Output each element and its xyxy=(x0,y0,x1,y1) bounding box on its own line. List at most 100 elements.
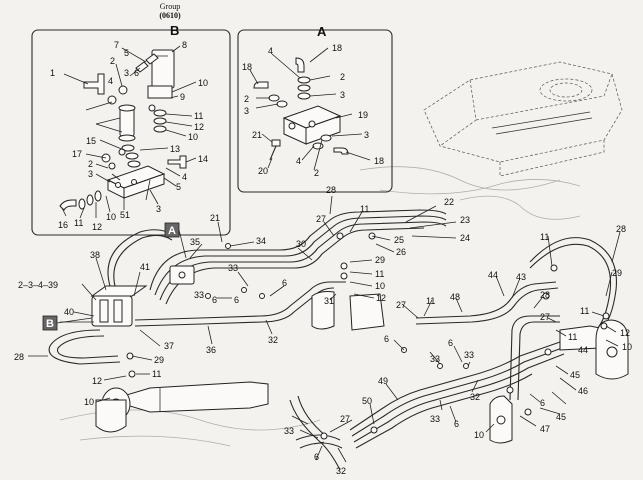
callout-label: 10 xyxy=(198,78,208,88)
callout-label: 6 xyxy=(384,334,389,344)
callout-label: 27 xyxy=(340,414,350,424)
callout-label: 26 xyxy=(396,247,406,257)
callout-label: 34 xyxy=(256,236,266,246)
callout-label: 24 xyxy=(460,233,470,243)
callout-label: 10 xyxy=(474,430,484,440)
callout-label: 45 xyxy=(570,370,580,380)
callout-label: 11 xyxy=(152,369,161,379)
callout-label: 10 xyxy=(188,132,198,142)
callout-label: 3 xyxy=(244,106,249,116)
callout-label: 18 xyxy=(242,62,252,72)
callout-label: 37 xyxy=(164,341,174,351)
callout-label: 12 xyxy=(620,328,630,338)
callout-tag-a-letter: A xyxy=(168,225,176,237)
callout-label: 4 xyxy=(268,46,273,56)
callout-label: 33 xyxy=(464,350,474,360)
callout-label: 15 xyxy=(86,136,96,146)
valve-assembly-upper xyxy=(169,265,195,285)
callout-label: 45 xyxy=(556,412,566,422)
callout-label: 44 xyxy=(578,345,588,355)
callout-label: 3 xyxy=(88,169,93,179)
callout-tag-b: B xyxy=(42,315,93,331)
vehicle-outline-sketch xyxy=(423,61,623,177)
callout-label: 6 xyxy=(282,278,287,288)
callout-label: 35 xyxy=(190,237,200,247)
callout-label: 4 xyxy=(182,172,187,182)
callout-label: 3 xyxy=(156,204,161,214)
inset-a-labels: 18 4 2 3 18 2 3 19 21 3 4 2 20 18 xyxy=(242,43,384,178)
faded-background-linework xyxy=(59,166,581,447)
callout-label: 32 xyxy=(268,335,278,345)
callout-label: 18 xyxy=(374,156,384,166)
main-leader-lines xyxy=(28,195,621,463)
callout-label: 23 xyxy=(460,215,470,225)
callout-label: 10 xyxy=(622,342,632,352)
callout-label: 29 xyxy=(154,355,164,365)
callout-label: 12 xyxy=(92,222,102,232)
callout-label: 25 xyxy=(394,235,404,245)
callout-label: 6 xyxy=(540,398,545,408)
callout-label: 28 xyxy=(14,352,24,362)
callout-label: 38 xyxy=(90,250,100,260)
callout-label: 6 xyxy=(454,419,459,429)
callout-label: 14 xyxy=(198,154,208,164)
callout-label: 33 xyxy=(194,290,204,300)
callout-label: 11 xyxy=(360,204,369,214)
callout-label: 5 xyxy=(176,182,181,192)
callout-label: 31 xyxy=(324,296,334,306)
callout-label: 2 xyxy=(88,159,93,169)
callout-label: 19 xyxy=(358,110,368,120)
callout-label: 18 xyxy=(332,43,342,53)
inset-a-letter: A xyxy=(317,24,327,39)
callout-label: 11 xyxy=(540,232,549,242)
callout-label: 9 xyxy=(180,92,185,102)
callout-label: 28 xyxy=(326,185,336,195)
callout-label: 40 xyxy=(64,307,74,317)
group-header: Group (0610) xyxy=(150,2,190,20)
callout-label: 43 xyxy=(516,272,526,282)
callout-label: 48 xyxy=(450,292,460,302)
group-header-line1: Group xyxy=(159,2,181,11)
callout-label: 3 xyxy=(340,90,345,100)
callout-label: 3 xyxy=(364,130,369,140)
callout-label: 6 xyxy=(448,338,453,348)
callout-label: 27 xyxy=(540,312,550,322)
callout-label: 27 xyxy=(396,300,406,310)
callout-label: 28 xyxy=(616,224,626,234)
callout-label: 12 xyxy=(194,122,204,132)
callout-label: 33 xyxy=(430,354,440,364)
callout-label: 30 xyxy=(296,239,306,249)
callout-label: 12 xyxy=(376,293,386,303)
callout-label: 36 xyxy=(206,345,216,355)
callout-label: 4 xyxy=(108,76,113,86)
callout-label: 6 xyxy=(314,452,319,462)
callout-label: 5 xyxy=(124,48,129,58)
callout-label: 33 xyxy=(284,426,294,436)
callout-label: 11 xyxy=(580,306,589,316)
callout-label: 32 xyxy=(336,466,346,476)
left-bracket-mount xyxy=(95,399,127,433)
lower-right-bracket xyxy=(489,395,513,444)
callout-label: 46 xyxy=(578,386,588,396)
callout-label: 2 xyxy=(244,94,249,104)
callout-label: 4 xyxy=(296,156,301,166)
callout-label: 7 xyxy=(114,40,119,50)
callout-label: 1 xyxy=(50,68,55,78)
callout-label: 27 xyxy=(316,214,326,224)
callout-label: 16 xyxy=(58,220,68,230)
callout-label: 49 xyxy=(378,376,388,386)
callout-label: 41 xyxy=(140,262,150,272)
center-mount-block xyxy=(311,291,385,331)
callout-label: 8 xyxy=(182,40,187,50)
inset-b-labels: 1 2 3 4 5 6 7 8 9 10 11 12 10 13 14 15 1… xyxy=(50,40,208,232)
inset-b-letter: B xyxy=(170,23,179,38)
group-header-line2: (0610) xyxy=(159,11,181,20)
callout-label: 51 xyxy=(120,210,130,220)
main-labels: 28 22 23 24 11 27 25 26 21 34 35 30 29 1… xyxy=(14,185,632,476)
inset-b-frame: B xyxy=(31,23,231,236)
callout-label: 13 xyxy=(170,144,180,154)
inset-a-frame: A xyxy=(237,24,393,193)
callout-tag-a: A xyxy=(164,222,187,259)
left-cylinder xyxy=(101,381,269,421)
